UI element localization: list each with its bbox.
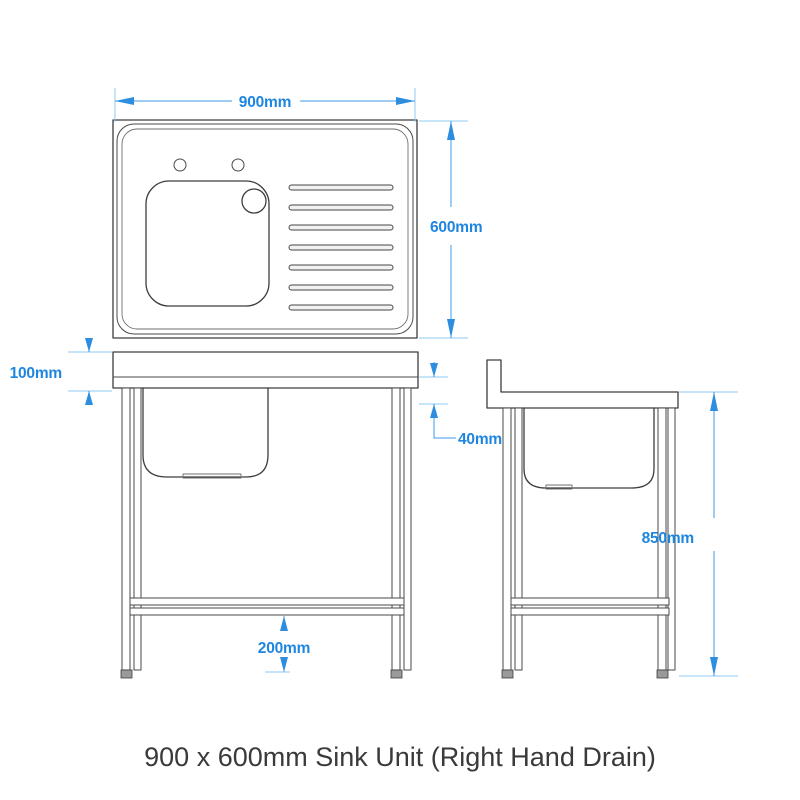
front-crossbar-upper (129, 597, 405, 606)
drainer-groove (288, 264, 394, 271)
dim-leader-40mm (433, 419, 456, 439)
dim-arrow-up (85, 391, 93, 405)
front-crossbar-lower (129, 607, 405, 616)
dimension-900mm: 900mm (114, 88, 416, 122)
side-worktop-with-upstand (486, 359, 679, 409)
dim-arrow-left (115, 97, 134, 105)
front-elevation (112, 351, 419, 679)
side-crossbar-upper (510, 597, 670, 606)
plan-rim-outer (116, 123, 414, 335)
side-foot-right (656, 669, 669, 679)
dimension-200mm: 200mm (258, 616, 310, 673)
side-leg-left-rear (514, 407, 523, 671)
dimension-label-850mm: 850mm (642, 530, 694, 547)
dim-arrow-right (396, 97, 415, 105)
sink-bowl-front (142, 387, 269, 478)
dim-arrow-bottom (447, 319, 455, 338)
drainer-grooves (288, 184, 394, 311)
dimension-600mm: 600mm (419, 120, 483, 339)
drainer-groove (288, 184, 394, 191)
bowl-waste-side (545, 484, 573, 490)
drainer-groove (288, 204, 394, 211)
dimension-label-100mm: 100mm (10, 365, 62, 382)
front-leg-right-rear (403, 387, 412, 671)
dim-arrow-bottom (710, 657, 718, 676)
front-leg-left-rear (133, 387, 142, 671)
side-leg-left-front (502, 407, 512, 671)
drainer-groove (288, 244, 394, 251)
dim-arrow-up (280, 616, 288, 631)
plan-view (112, 119, 418, 339)
dim-arrow-down (280, 657, 288, 672)
tap-hole-left (173, 158, 187, 172)
tap-hole-right (231, 158, 245, 172)
dimension-850mm: 850mm (642, 391, 738, 677)
side-elevation (486, 359, 679, 679)
front-foot-left (120, 669, 133, 679)
sink-bowl-side (523, 407, 655, 489)
sink-bowl-plan (145, 180, 270, 307)
dim-arrow-up (430, 404, 438, 418)
drawing-caption: 900 x 600mm Sink Unit (Right Hand Drain) (144, 742, 656, 772)
drainer-groove (288, 224, 394, 231)
front-foot-right (390, 669, 403, 679)
front-leg-left-front (121, 387, 131, 671)
dimension-label-200mm: 200mm (258, 640, 310, 657)
dim-arrow-down (85, 338, 93, 352)
dimension-40mm: 40mm (419, 362, 502, 448)
side-foot-left (501, 669, 514, 679)
dimension-label-900mm: 900mm (239, 94, 291, 111)
front-worktop (112, 351, 419, 389)
side-crossbar-lower (510, 607, 670, 616)
dim-arrow-top (710, 392, 718, 411)
drainer-groove (288, 304, 394, 311)
front-leg-right-front (391, 387, 401, 671)
plan-rim-inner (121, 128, 409, 330)
drainer-groove (288, 284, 394, 291)
side-leg-right-rear (667, 407, 676, 671)
dimension-100mm: 100mm (10, 338, 112, 405)
dim-arrow-top (447, 121, 455, 140)
bowl-waste-front (182, 473, 242, 479)
dimension-label-600mm: 600mm (430, 219, 482, 236)
drain-hole-plan (241, 188, 267, 214)
dimension-label-40mm: 40mm (458, 431, 502, 448)
dim-arrow-down (430, 363, 438, 377)
